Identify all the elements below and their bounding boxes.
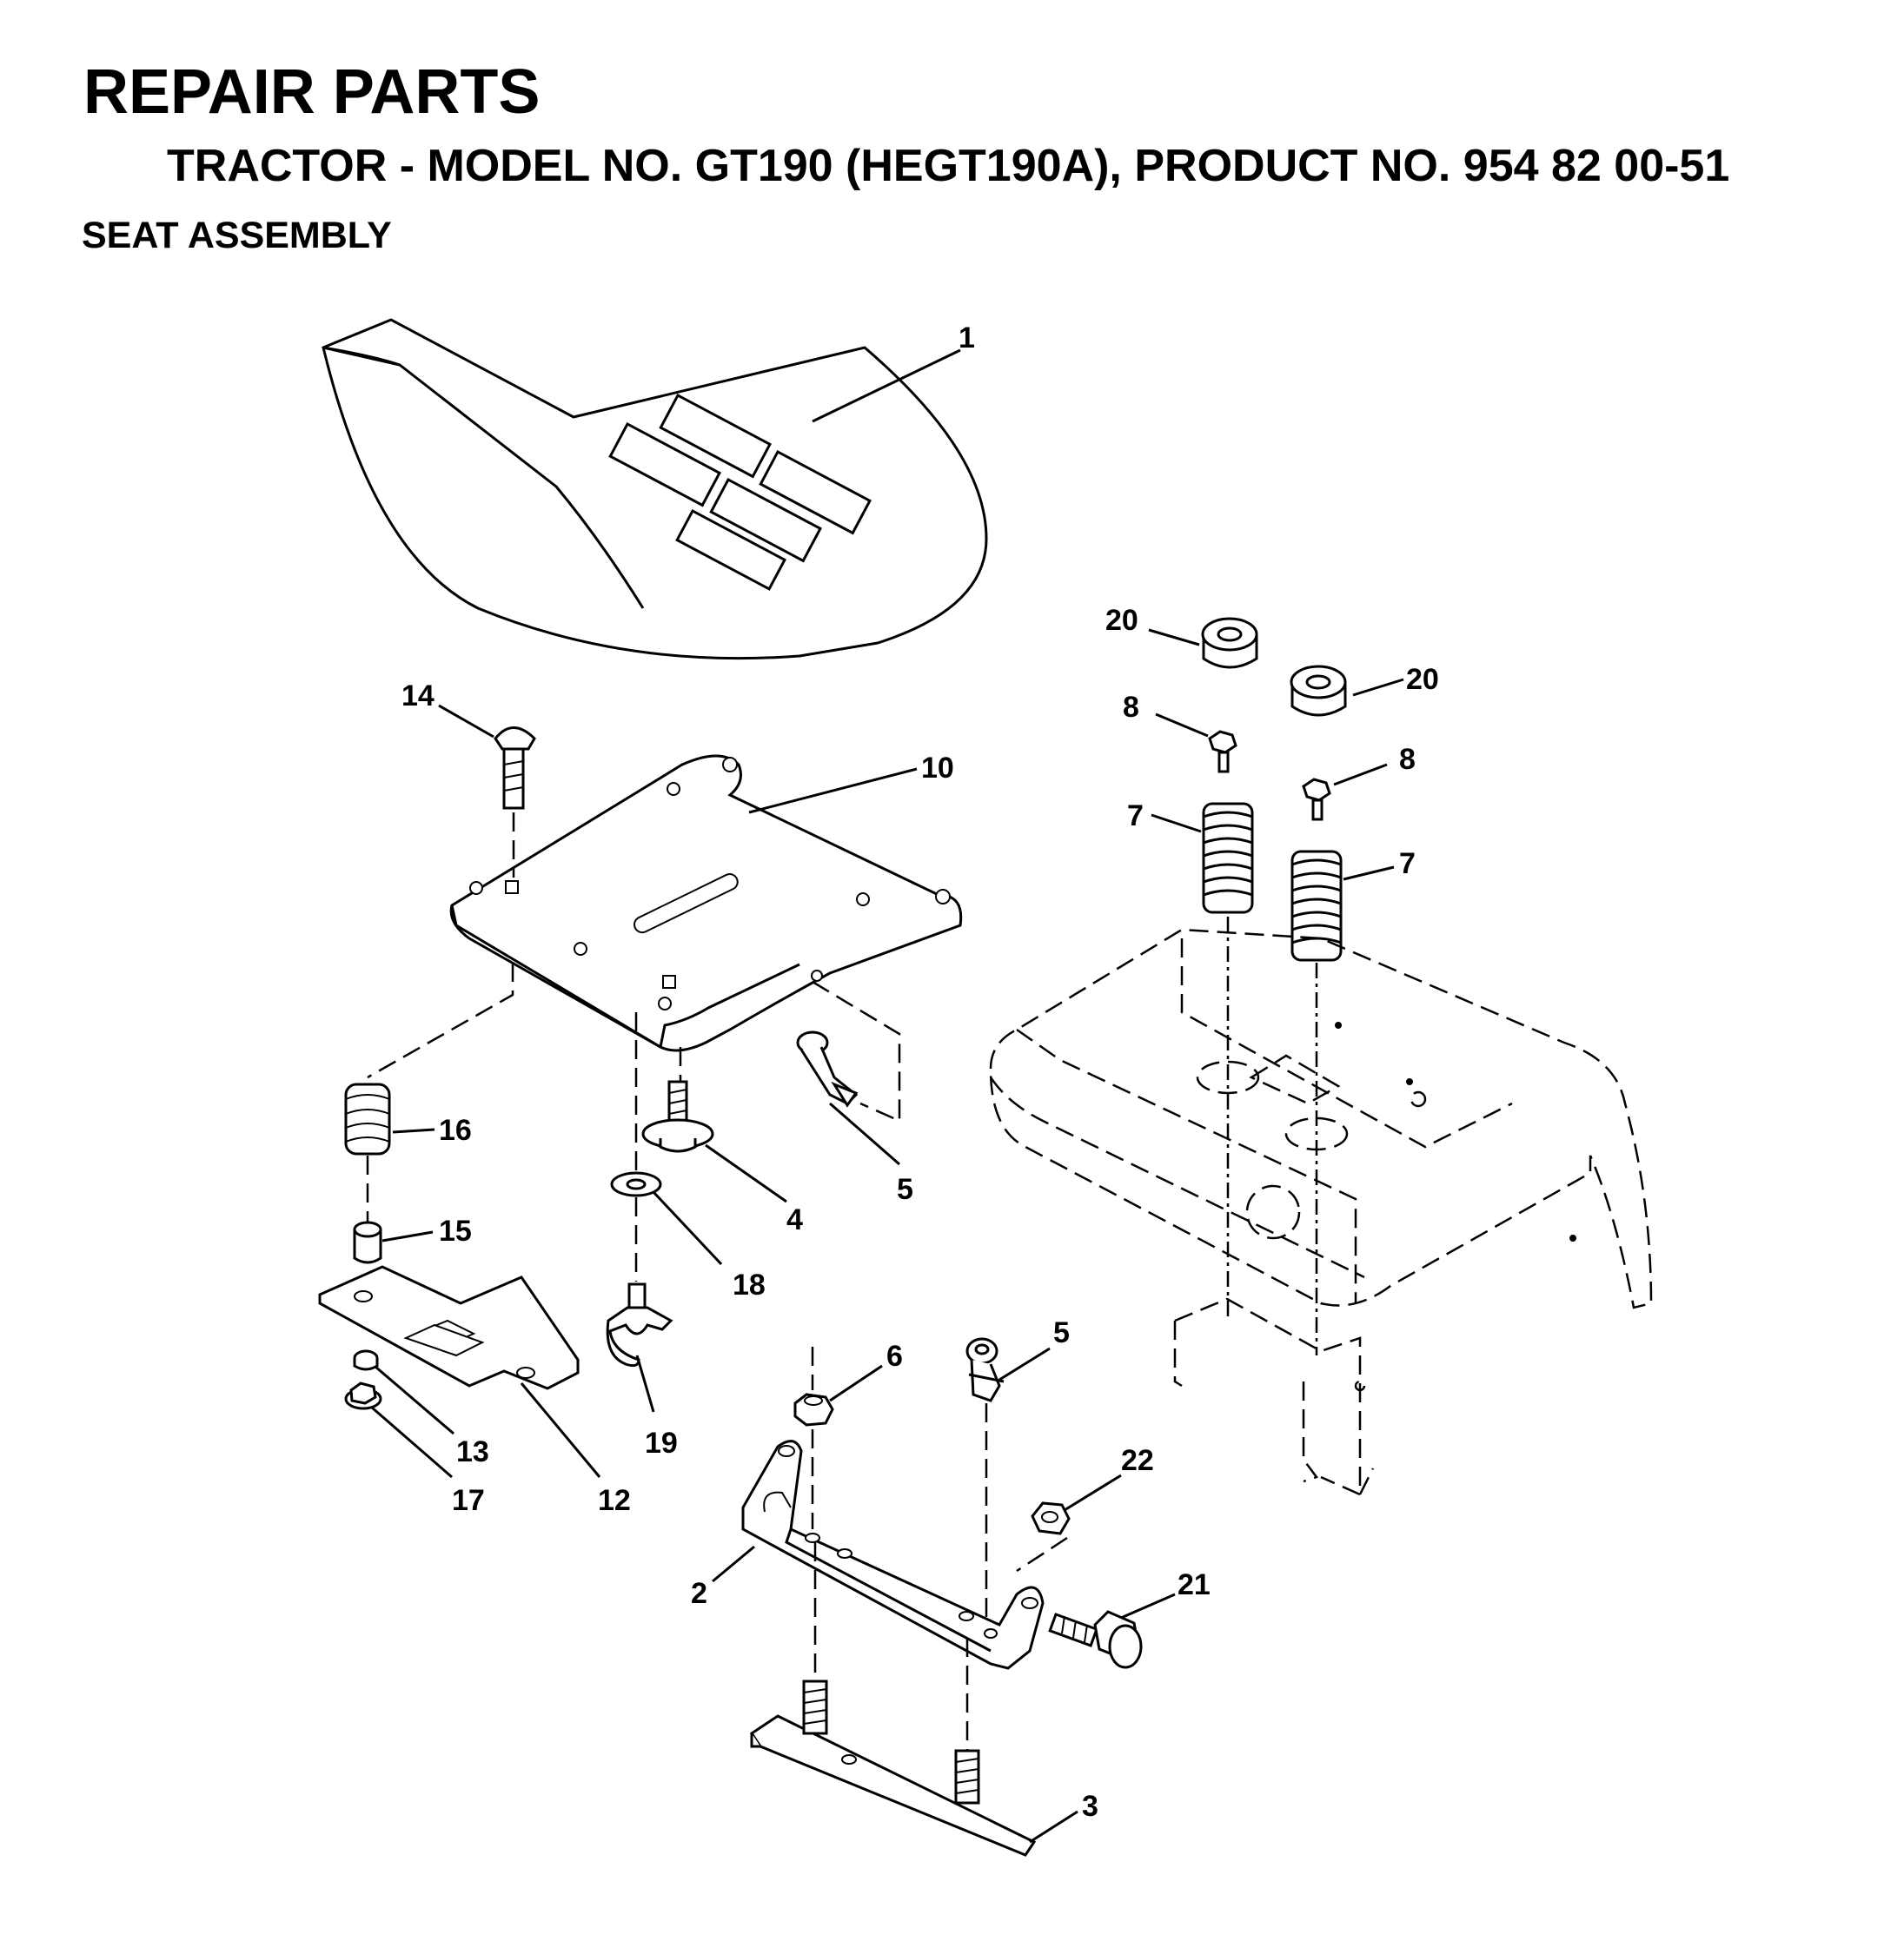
callout-17: 17: [452, 1484, 485, 1517]
callout-4: 4: [786, 1203, 803, 1236]
callout-14: 14: [401, 679, 435, 712]
callout-7: 7: [1127, 799, 1144, 832]
section-title: SEAT ASSEMBLY: [82, 215, 392, 256]
seat-pan-part: [449, 754, 963, 1052]
callout-21: 21: [1178, 1568, 1211, 1601]
spacer-right-part: [1290, 665, 1347, 717]
hex-bolt-part: [1048, 1610, 1143, 1669]
spring-right-part: [1290, 850, 1343, 962]
callout-8: 8: [1399, 743, 1416, 776]
callout-6: 6: [886, 1340, 903, 1373]
clip-upper-part: [796, 1030, 859, 1108]
callout-labels: 1 20 20 14 10 8 8 7 7 16 5 4 15 18 5 6 1…: [401, 321, 1439, 1823]
callout-22: 22: [1121, 1444, 1154, 1477]
callout-20: 20: [1105, 604, 1138, 637]
clip-lower-part: [965, 1337, 1005, 1402]
callout-12: 12: [598, 1484, 631, 1517]
lock-nut-part: [793, 1393, 834, 1427]
bushing-part: [353, 1221, 382, 1264]
callout-20: 20: [1406, 663, 1439, 696]
nut-13-part: [353, 1349, 379, 1371]
small-spring-part: [344, 1083, 391, 1156]
spring-left-part: [1202, 802, 1254, 914]
stud-plate-part: [749, 1680, 1037, 1857]
carriage-bolt-part: [494, 726, 536, 810]
spacer-left-part: [1201, 617, 1258, 669]
callout-16: 16: [439, 1114, 472, 1147]
flange-nut-part: [344, 1381, 382, 1410]
model-subtitle: TRACTOR - MODEL NO. GT190 (HEGT190A), PR…: [167, 141, 1730, 191]
page-title: REPAIR PARTS: [83, 57, 541, 127]
tractor-frame-reference: [989, 928, 1653, 1496]
callout-18: 18: [733, 1269, 766, 1302]
seat-part: [322, 318, 988, 660]
callout-15: 15: [439, 1215, 472, 1248]
callout-3: 3: [1082, 1790, 1098, 1823]
screw-left-part: [1208, 730, 1237, 773]
hex-nut-part: [1031, 1501, 1071, 1535]
callout-19: 19: [645, 1427, 678, 1460]
hinge-bracket-part: [741, 1440, 1045, 1670]
bracket-plate-part: [318, 1265, 580, 1390]
callout-10: 10: [921, 752, 954, 785]
callout-8: 8: [1123, 691, 1139, 724]
knob-part: [606, 1282, 673, 1368]
shoulder-bolt-part: [641, 1080, 714, 1153]
callout-1: 1: [959, 321, 975, 354]
callout-2: 2: [691, 1577, 707, 1610]
callout-7: 7: [1399, 847, 1416, 880]
screw-right-part: [1302, 778, 1331, 821]
callout-5: 5: [1053, 1316, 1070, 1349]
washer-part: [610, 1171, 662, 1197]
callout-5: 5: [897, 1173, 913, 1206]
callout-13: 13: [456, 1435, 489, 1468]
